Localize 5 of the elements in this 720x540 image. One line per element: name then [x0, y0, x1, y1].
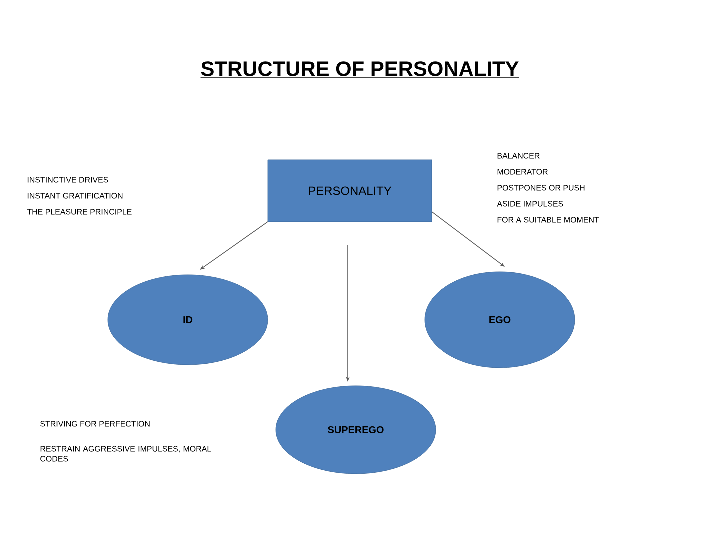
ellipse-node: EGO: [424, 272, 576, 368]
ellipse-node: ID: [108, 274, 268, 366]
ellipse-node: SUPEREGO: [276, 386, 436, 474]
process-box: PERSONALITY: [268, 160, 432, 222]
title: STRUCTURE OF PERSONALITY: [200, 62, 520, 78]
